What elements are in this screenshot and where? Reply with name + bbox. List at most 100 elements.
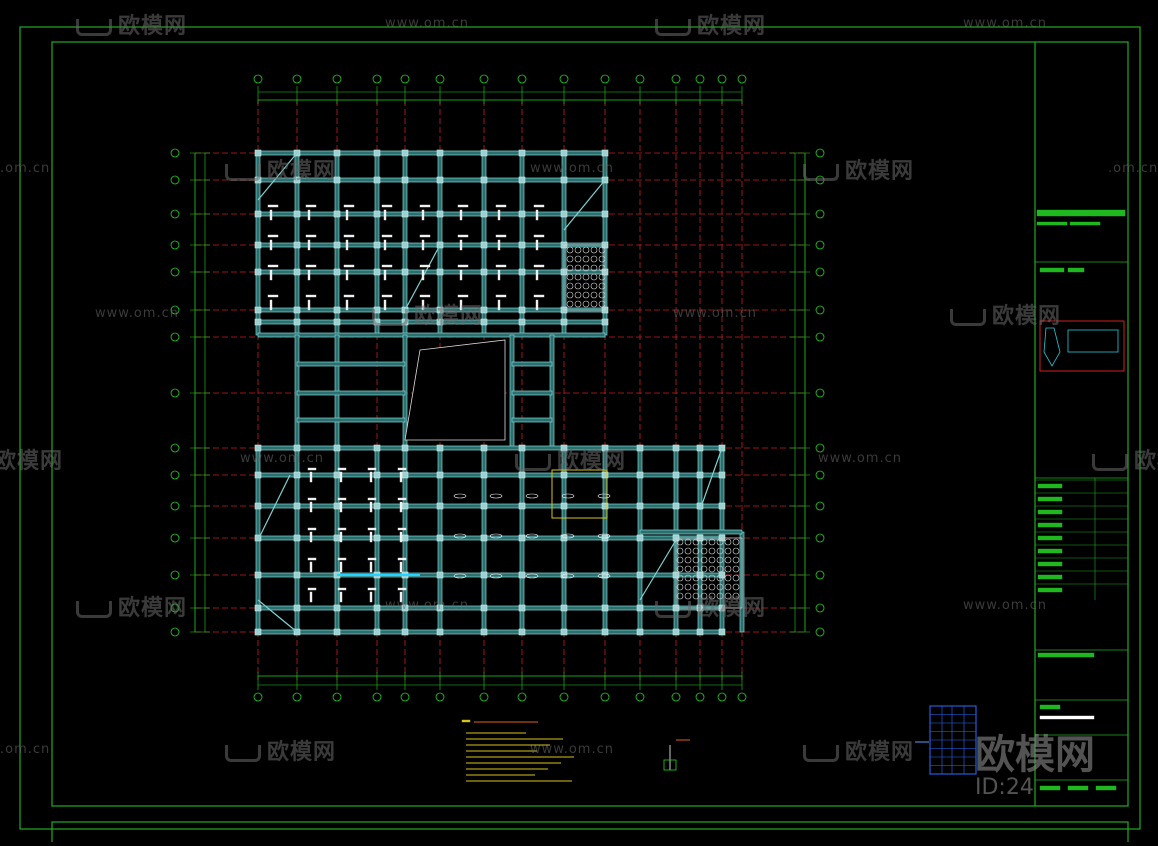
slab-hatch: [708, 583, 716, 591]
column: [373, 502, 381, 510]
axis-bubble-right: [815, 209, 825, 219]
column: [373, 149, 381, 157]
beam-horizontal: [511, 417, 553, 423]
slab-hatch: [724, 565, 732, 573]
slab-hatch-boundary: [563, 244, 606, 311]
beam-label-mark: [339, 471, 343, 483]
sheet-outer-frame: [19, 26, 1141, 830]
column: [518, 502, 526, 510]
column: [401, 604, 409, 612]
beam-label-mark: [533, 264, 545, 268]
column: [373, 604, 381, 612]
slab-hatch: [724, 547, 732, 555]
beam-label-mark: [339, 501, 343, 513]
column: [601, 571, 609, 579]
watermark-url: www.om.cn: [385, 598, 469, 613]
axis-bubble-bottom: [332, 692, 342, 702]
column: [518, 210, 526, 218]
column: [293, 210, 301, 218]
column: [293, 241, 301, 249]
slab-hatch: [724, 583, 732, 591]
beam-horizontal: [257, 445, 723, 451]
column: [672, 628, 680, 636]
beam-label-mark: [345, 239, 349, 251]
title-block-text: [1039, 785, 1061, 791]
slab-hatch: [676, 538, 684, 546]
beam-label-mark: [269, 209, 273, 221]
slab-hatch: [590, 282, 598, 290]
column: [696, 571, 704, 579]
column: [480, 444, 488, 452]
column: [560, 628, 568, 636]
slab-hatch: [566, 282, 574, 290]
beam-label-mark: [343, 264, 355, 268]
title-block-text: [1039, 704, 1061, 710]
slab-hatch: [732, 556, 740, 564]
column: [560, 604, 568, 612]
slab-hatch: [574, 264, 582, 272]
slab-hatch: [566, 255, 574, 263]
column: [254, 628, 262, 636]
axis-bubble-bottom: [372, 692, 382, 702]
beam-label-mark: [533, 204, 545, 208]
axis-bubble-bottom: [253, 692, 263, 702]
slab-hatch: [582, 291, 590, 299]
title-block-text: [1069, 221, 1101, 226]
slab-hatch: [590, 255, 598, 263]
column: [373, 176, 381, 184]
slab-hatch: [676, 547, 684, 555]
slab-hatch: [590, 246, 598, 254]
column: [436, 471, 444, 479]
beam-label-mark: [397, 587, 407, 591]
beam-label-mark: [369, 561, 373, 573]
sofa-logo-icon: [225, 163, 261, 181]
column: [293, 471, 301, 479]
slab-hatch: [700, 556, 708, 564]
column: [293, 306, 301, 314]
column: [254, 241, 262, 249]
slab-hatch: [684, 547, 692, 555]
slab-hatch: [590, 291, 598, 299]
column: [518, 149, 526, 157]
beam-label-mark: [305, 204, 317, 208]
slab-hatch: [700, 574, 708, 582]
beam-label-mark: [381, 264, 393, 268]
beam-label-mark: [337, 557, 347, 561]
slab-hatch: [716, 574, 724, 582]
slab-hatch: [582, 273, 590, 281]
column: [480, 268, 488, 276]
axis-bubble-top: [737, 74, 747, 84]
void-opening: [404, 339, 506, 441]
column: [601, 628, 609, 636]
column: [718, 471, 726, 479]
axis-bubble-bottom: [600, 692, 610, 702]
watermark-brand: 欧模网: [515, 443, 626, 475]
beam-label-mark: [497, 269, 501, 281]
slab-hatch: [676, 583, 684, 591]
axis-bubble-bottom: [400, 692, 410, 702]
axis-bubble-left: [170, 443, 180, 453]
column: [560, 444, 568, 452]
beam-label-mark: [459, 299, 463, 311]
beam-label-mark: [309, 591, 313, 603]
column: [436, 176, 444, 184]
slab-hatch: [708, 538, 716, 546]
column: [480, 534, 488, 542]
beam-label-mark: [457, 264, 469, 268]
beam-label-mark: [337, 527, 347, 531]
slab-hatch: [574, 273, 582, 281]
column: [333, 444, 341, 452]
beam-label-mark: [399, 561, 403, 573]
axis-bubble-left: [170, 627, 180, 637]
column: [560, 471, 568, 479]
column: [601, 318, 609, 326]
sofa-logo-icon: [76, 600, 112, 618]
watermark-brand: 欧模网: [225, 734, 336, 766]
column: [373, 210, 381, 218]
watermark-url: www.om.cn: [673, 306, 757, 321]
column: [401, 628, 409, 636]
column: [560, 149, 568, 157]
slab-hatch: [566, 291, 574, 299]
